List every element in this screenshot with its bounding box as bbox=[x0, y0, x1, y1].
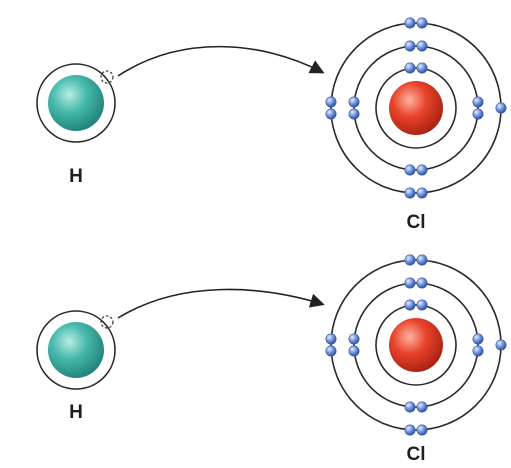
bottom-panel: H Cl bbox=[36, 254, 507, 465]
chlorine-atom-top: Cl bbox=[325, 17, 507, 233]
chlorine-label: Cl bbox=[407, 444, 426, 465]
electron bbox=[416, 17, 428, 29]
electron bbox=[416, 254, 428, 266]
electron bbox=[404, 277, 416, 289]
hydrogen-label: H bbox=[69, 166, 83, 187]
electron bbox=[416, 40, 428, 52]
hydrogen-nucleus bbox=[48, 75, 104, 131]
chlorine-nucleus bbox=[389, 318, 443, 372]
electron-transfer-arrow bbox=[117, 45, 325, 77]
chlorine-middle-shell bbox=[353, 45, 479, 171]
chlorine-middle-shell bbox=[353, 282, 479, 408]
electron bbox=[325, 345, 337, 357]
electron bbox=[472, 345, 484, 357]
chlorine-electrons bbox=[325, 254, 507, 436]
chlorine-nucleus bbox=[389, 81, 443, 135]
hydrogen-atom-bottom: H bbox=[36, 310, 116, 423]
electron bbox=[416, 299, 428, 311]
electron bbox=[404, 62, 416, 74]
hydrogen-atom-top: H bbox=[36, 63, 116, 187]
electron bbox=[325, 96, 337, 108]
electron bbox=[404, 187, 416, 199]
electron bbox=[325, 108, 337, 120]
electron bbox=[495, 339, 507, 351]
electron bbox=[416, 187, 428, 199]
electron bbox=[348, 333, 360, 345]
hydrogen-shell bbox=[36, 63, 116, 143]
electron bbox=[404, 254, 416, 266]
hydrogen-nucleus bbox=[48, 322, 104, 378]
electron bbox=[404, 17, 416, 29]
electron bbox=[348, 345, 360, 357]
electron bbox=[495, 102, 507, 114]
electron bbox=[404, 40, 416, 52]
hydrogen-label: H bbox=[69, 402, 83, 423]
top-panel: H Cl bbox=[36, 17, 507, 233]
electron bbox=[404, 299, 416, 311]
chlorine-electrons bbox=[325, 17, 507, 199]
chlorine-label: Cl bbox=[407, 212, 426, 233]
electron bbox=[472, 96, 484, 108]
electron bbox=[404, 164, 416, 176]
electron bbox=[416, 424, 428, 436]
hydrogen-shell bbox=[36, 310, 116, 390]
hydrogen-lone-electron bbox=[100, 315, 114, 329]
electron bbox=[472, 333, 484, 345]
electron bbox=[404, 401, 416, 413]
electron bbox=[348, 96, 360, 108]
electron bbox=[325, 333, 337, 345]
chlorine-inner-shell bbox=[375, 304, 457, 386]
chlorine-atom-bottom: Cl bbox=[325, 254, 507, 465]
electron bbox=[472, 108, 484, 120]
electron bbox=[404, 424, 416, 436]
hydrogen-lone-electron bbox=[100, 70, 114, 84]
electron bbox=[416, 164, 428, 176]
electron bbox=[416, 277, 428, 289]
chlorine-inner-shell bbox=[375, 67, 457, 149]
electron bbox=[348, 108, 360, 120]
electron-transfer-arrow bbox=[117, 288, 325, 319]
electron bbox=[416, 62, 428, 74]
electron bbox=[416, 401, 428, 413]
